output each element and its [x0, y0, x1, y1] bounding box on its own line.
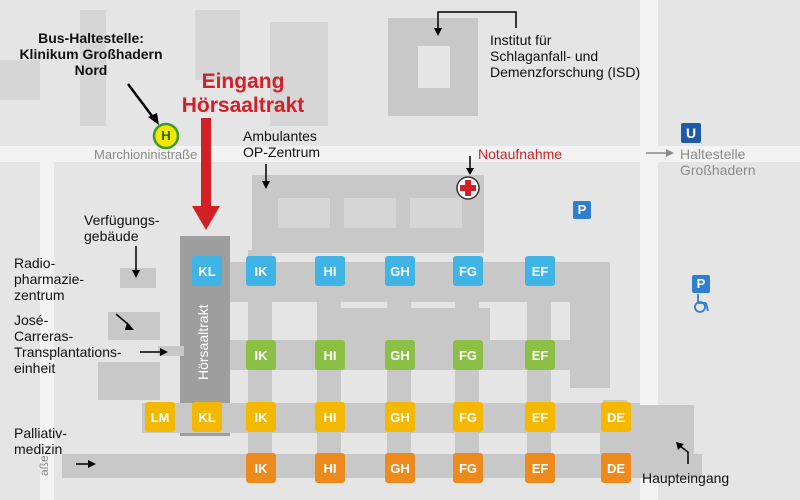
label-verfuegung: Verfügungs- gebäude	[84, 212, 160, 244]
label-entrance: Eingang Hörsaaltrakt	[181, 70, 305, 117]
corridor-3	[387, 262, 411, 480]
op-window-2	[344, 198, 396, 228]
verfuegung-arrow-head	[132, 270, 140, 278]
tile-row1-hi[interactable]: HI	[315, 256, 345, 286]
label-ubahn: Haltestelle Großhadern	[680, 146, 756, 178]
label-palliativ: Palliativ- medizin	[14, 425, 67, 457]
wing-right-upper	[570, 268, 610, 388]
tile-row4-gh[interactable]: GH	[385, 453, 415, 483]
entrance-arrow-head	[192, 206, 220, 230]
street-vertical-right	[640, 0, 658, 500]
wing-row4	[62, 454, 702, 478]
tile-row2-fg[interactable]: FG	[453, 340, 483, 370]
op-arrow-head	[262, 181, 270, 189]
wheelchair-icon	[694, 294, 709, 313]
entrance-arrow-shaft	[201, 118, 211, 210]
op-window-1	[278, 198, 330, 228]
tile-row2-hi[interactable]: HI	[315, 340, 345, 370]
building-radiopharmazie	[108, 312, 160, 340]
label-street: Marchioninistraße	[94, 147, 198, 162]
corridor-5	[527, 262, 551, 480]
corridor-4	[455, 262, 479, 480]
building-top-left-3	[195, 10, 240, 80]
tile-row2-gh[interactable]: GH	[385, 340, 415, 370]
bus-stop-letter: H	[161, 128, 171, 143]
tile-row3-de[interactable]: DE	[601, 402, 631, 432]
radio-arrow-head	[125, 322, 134, 330]
tile-row1-kl[interactable]: KL	[192, 256, 222, 286]
street-marchioninistrasse	[0, 146, 800, 162]
tile-row3-ef[interactable]: EF	[525, 402, 555, 432]
tile-row3-lm[interactable]: LM	[145, 402, 175, 432]
tile-row3-hi[interactable]: HI	[315, 402, 345, 432]
label-bus-stop: Bus-Haltestelle: Klinikum Großhadern Nor…	[19, 30, 163, 78]
label-hoersaaltrakt: Hörsaaltrakt	[195, 304, 211, 380]
building-jose-carreras	[98, 362, 160, 400]
tile-row3-fg[interactable]: FG	[453, 402, 483, 432]
tile-row4-ef[interactable]: EF	[525, 453, 555, 483]
tile-row4-hi[interactable]: HI	[315, 453, 345, 483]
parking-icon-2: P	[692, 275, 710, 293]
ubahn-icon: U	[681, 123, 701, 143]
ubahn-arrow-head	[666, 149, 674, 157]
building-top-left	[80, 10, 106, 126]
notaufnahme-arrow-head	[466, 168, 474, 175]
tile-row1-ik[interactable]: IK	[246, 256, 276, 286]
connector-left	[158, 346, 184, 356]
label-isd: Institut für Schlaganfall- und Demenzfor…	[490, 32, 641, 80]
building-top-left-4	[0, 60, 40, 100]
corridor-2	[317, 262, 341, 480]
jose-arrow-head	[160, 348, 168, 356]
tile-row4-ik[interactable]: IK	[246, 453, 276, 483]
label-ambulantes: Ambulantes OP-Zentrum	[243, 128, 321, 160]
bus-stop-icon	[152, 122, 180, 150]
tile-row4-fg[interactable]: FG	[453, 453, 483, 483]
label-radio: Radio- pharmazie- zentrum	[14, 255, 85, 303]
tile-row3-kl[interactable]: KL	[192, 402, 222, 432]
bus-arrow-head	[148, 113, 159, 125]
parking-icon-1: P	[573, 201, 591, 219]
isd-arrow-line	[437, 11, 517, 32]
haupteingang-arrow-line	[679, 445, 689, 464]
tile-row2-ik[interactable]: IK	[246, 340, 276, 370]
isd-arrow-head	[434, 28, 442, 36]
tile-row1-gh[interactable]: GH	[385, 256, 415, 286]
street-vertical-left	[40, 160, 54, 500]
op-window-3	[410, 198, 462, 228]
tile-row3-gh[interactable]: GH	[385, 402, 415, 432]
tile-row4-de[interactable]: DE	[601, 453, 631, 483]
label-notaufnahme: Notaufnahme	[478, 146, 563, 162]
tile-row2-ef[interactable]: EF	[525, 340, 555, 370]
haupteingang-arrow-head	[676, 442, 684, 450]
building-top-left-2	[270, 22, 328, 126]
building-verfuegung	[120, 268, 156, 288]
label-jose: José- Carreras- Transplantations- einhei…	[14, 312, 122, 376]
building-isd-courtyard	[418, 46, 450, 88]
tile-row1-ef[interactable]: EF	[525, 256, 555, 286]
palliativ-arrow-head	[88, 460, 96, 468]
tile-row3-ik[interactable]: IK	[246, 402, 276, 432]
label-haupteingang: Haupteingang	[642, 470, 730, 486]
label-street-partial: aße	[37, 455, 51, 476]
tile-row1-fg[interactable]: FG	[453, 256, 483, 286]
bus-arrow-line	[127, 83, 156, 121]
